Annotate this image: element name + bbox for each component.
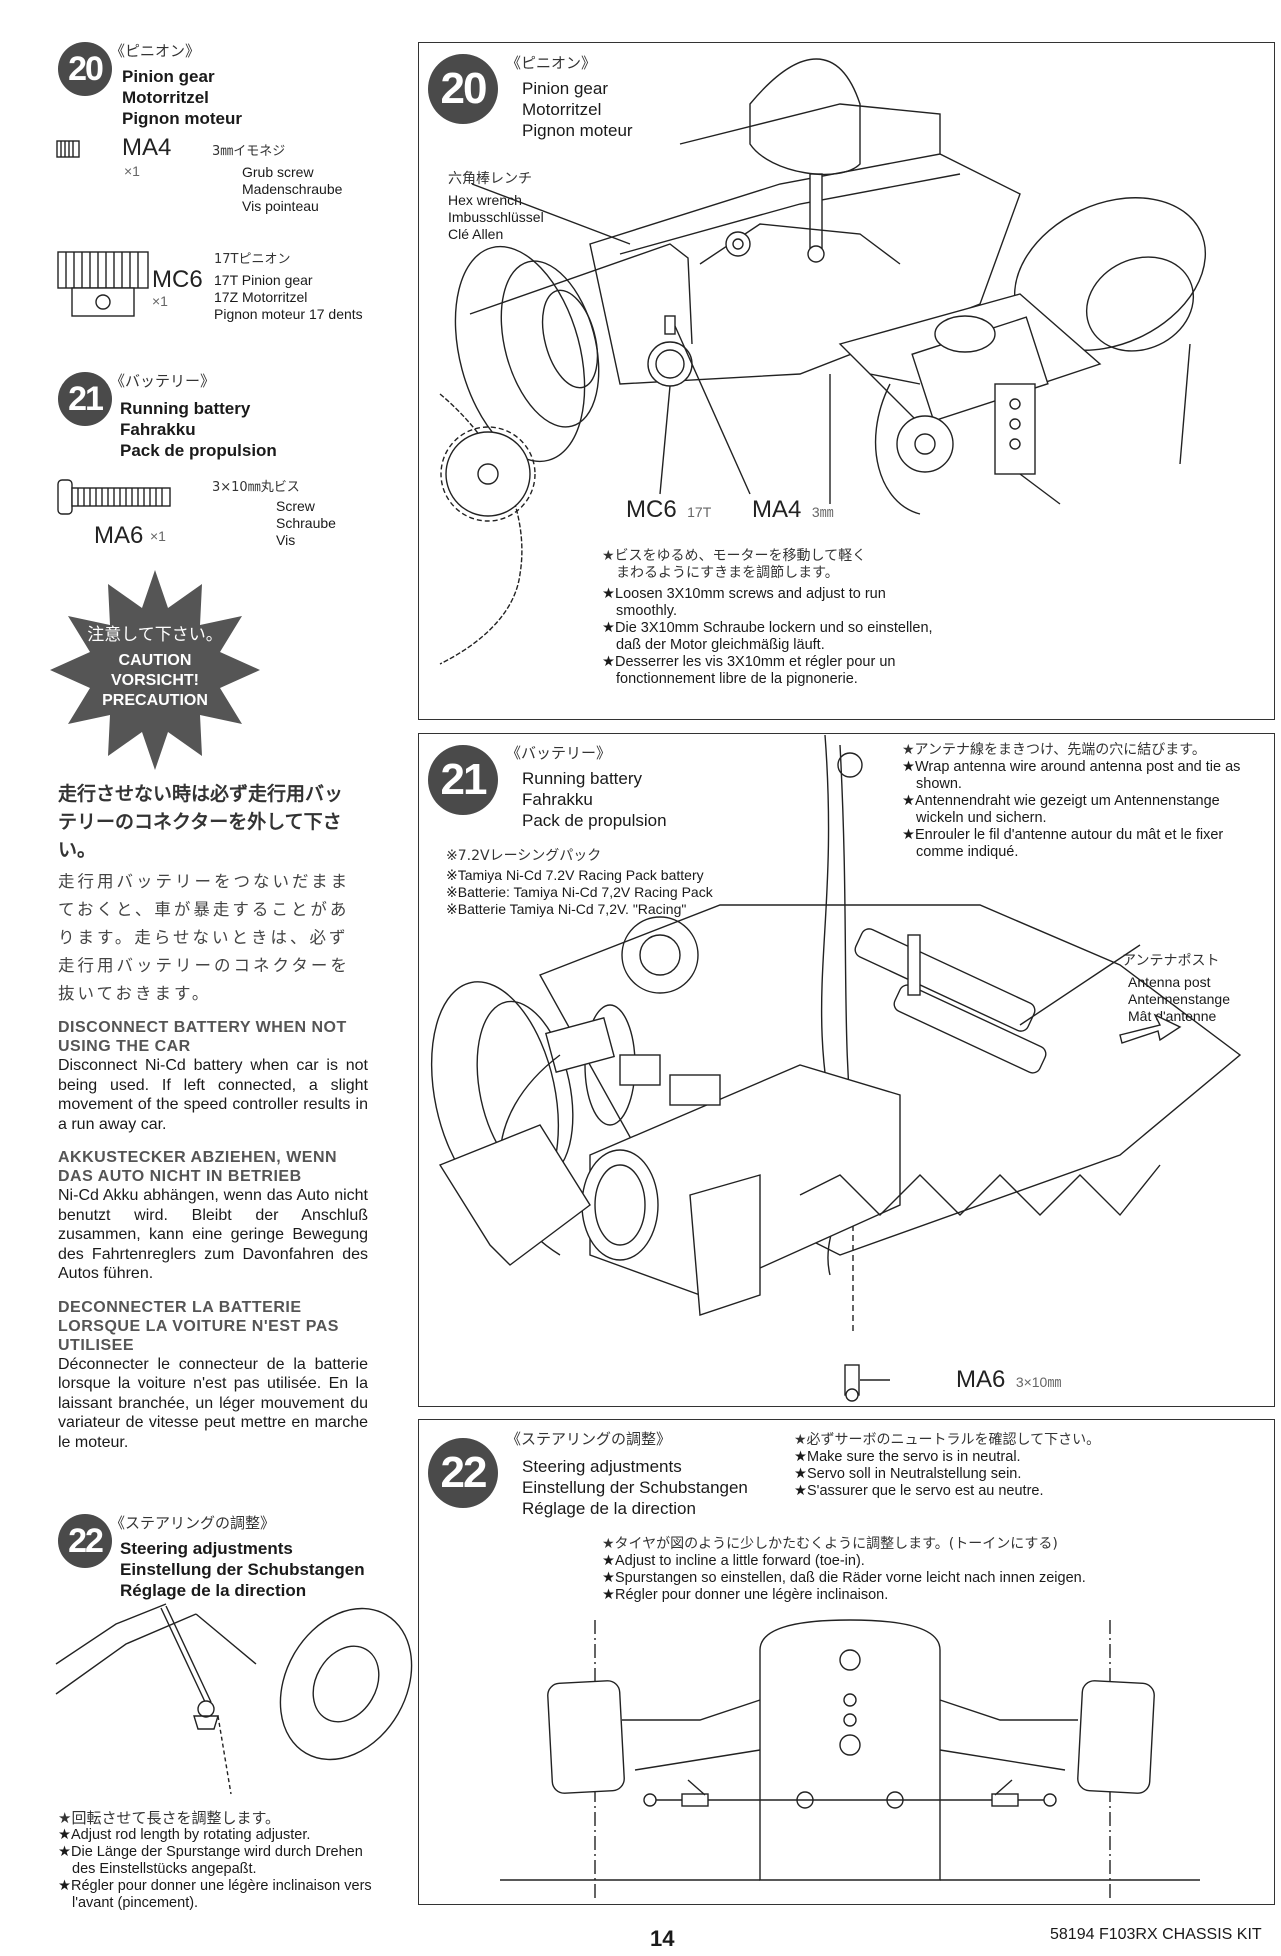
steering-rod-illustration — [55, 1603, 413, 1795]
battery-warning: 走行させない時は必ず走行用バッ テリーのコネクターを外して下さい。 走行用バッテ… — [58, 783, 368, 1451]
step-number-badge: 22 — [428, 1438, 498, 1508]
caution-text: 注意して下さい。 CAUTION VORSICHT! PRECAUTION — [87, 625, 223, 709]
step-titles: Steering adjustments Einstellung der Sch… — [120, 1539, 365, 1600]
part-label-ma6: MA6 3×10㎜ — [956, 1366, 1062, 1393]
screw-icon — [57, 479, 171, 515]
panel-step-20 — [418, 42, 1275, 720]
step-titles: Running battery Fahrakku Pack de propuls… — [120, 399, 277, 460]
step-titles: Steering adjustments Einstellung der Sch… — [522, 1457, 748, 1518]
pinion-gear-icon — [57, 251, 149, 317]
part-jp-name: 3㎜イモネジ — [212, 144, 286, 159]
step-jp-title: 《ピニオン》 — [506, 54, 597, 72]
part-jp-name: 3×10㎜丸ビス — [212, 480, 300, 495]
caution-starburst — [50, 570, 260, 770]
step-number-badge: 20 — [58, 42, 112, 96]
antenna-post-jp: アンテナポスト — [1122, 953, 1220, 969]
step-number-badge: 20 — [428, 54, 498, 124]
part-jp-name: 17Tピニオン — [214, 252, 291, 267]
battery-spec: ※7.2Vレーシングパック ※Tamiya Ni-Cd 7.2V Racing … — [446, 848, 713, 917]
step22-notes: ★回転させて長さを調整します。 ★Adjust rod length by ro… — [58, 1809, 372, 1912]
document-id: 58194 F103RX CHASSIS KIT — [1050, 1926, 1262, 1943]
tool-jp-label: 六角棒レンチ — [448, 171, 532, 187]
part-names: Grub screw Madenschraube Vis pointeau — [242, 164, 343, 214]
toe-notes: ★タイヤが図のように少しかたむくように調整します。(トーインにする) ★Adju… — [602, 1536, 1086, 1603]
grub-screw-icon — [56, 140, 80, 158]
part-code: MA4 — [122, 134, 172, 161]
step-jp-title: 《ステアリングの調整》 — [110, 1514, 276, 1532]
step-jp-title: 《ステアリングの調整》 — [506, 1430, 672, 1448]
servo-notes: ★必ずサーボのニュートラルを確認して下さい。 ★Make sure the se… — [794, 1432, 1101, 1499]
part-names: 17T Pinion gear 17Z Motorritzel Pignon m… — [214, 272, 363, 322]
battery-antenna-illustration — [430, 734, 1242, 1402]
part-qty: ×1 — [152, 293, 168, 309]
antenna-notes: ★アンテナ線をまきつけ、先端の穴に結びます。 ★Wrap antenna wir… — [902, 742, 1241, 860]
step-number-badge: 21 — [428, 745, 498, 815]
step-titles: Pinion gear Motorritzel Pignon moteur — [522, 79, 633, 140]
step-jp-title: 《バッテリー》 — [110, 372, 216, 390]
part-label-ma4: MA4 3㎜ — [752, 496, 834, 523]
step-jp-title: 《ピニオン》 — [110, 42, 201, 60]
step-titles: Running battery Fahrakku Pack de propuls… — [522, 769, 667, 830]
step-number-badge: 21 — [58, 372, 112, 426]
step-number-badge: 22 — [58, 1514, 112, 1568]
chassis-pinion-illustration — [439, 58, 1207, 665]
panel20-notes: ★ビスをゆるめ、モーターを移動して軽く まわるようにすきまを調節します。 ★Lo… — [602, 548, 933, 687]
step-titles: Pinion gear Motorritzel Pignon moteur — [122, 67, 242, 128]
page-number: 14 — [650, 1926, 675, 1951]
steering-top-view-illustration — [500, 1619, 1200, 1900]
step-jp-title: 《バッテリー》 — [506, 744, 612, 762]
part-qty: ×1 — [150, 528, 166, 544]
part-names: Screw Schraube Vis — [276, 498, 336, 548]
part-label-mc6: MC6 17T — [626, 496, 712, 523]
part-code: MC6 — [152, 266, 203, 293]
part-code: MA6 — [94, 522, 144, 549]
part-qty: ×1 — [124, 163, 140, 179]
